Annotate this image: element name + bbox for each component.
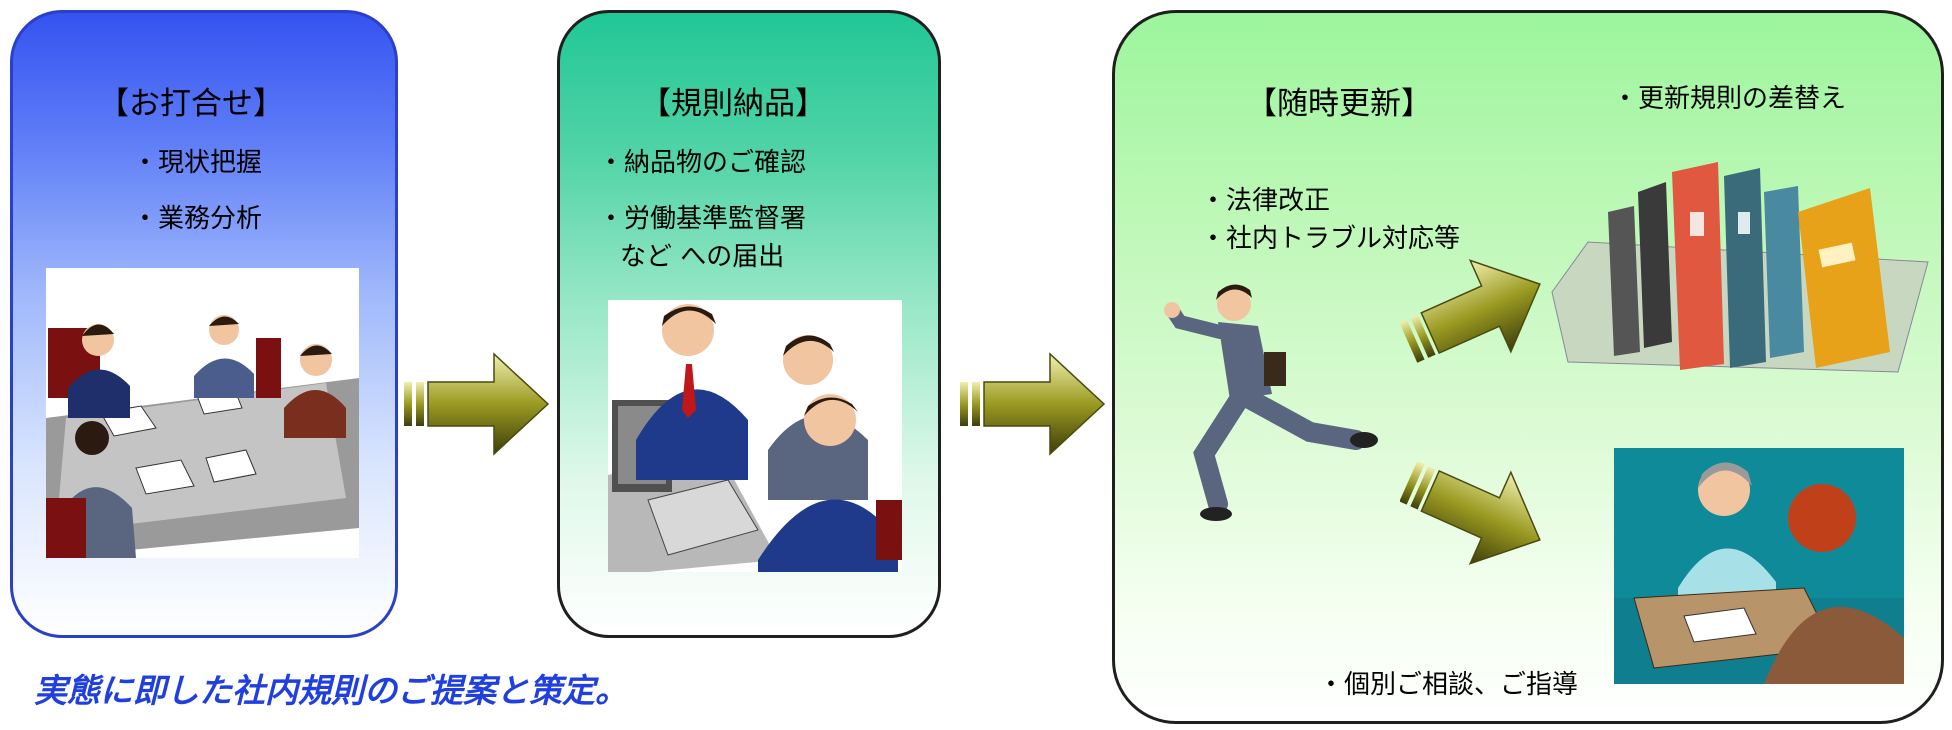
step-2-item-2: ・労働基準監督署: [598, 204, 807, 234]
consultation-illustration: [1614, 448, 1904, 684]
arrow-icon: [958, 350, 1108, 458]
arrow-icon: [402, 350, 552, 458]
step-3-item-3: ・更新規則の差替え: [1612, 84, 1847, 114]
step-3-item-4: ・個別ご相談、ご指導: [1318, 670, 1579, 700]
tagline: 実態に即した社内規則のご提案と策定。: [34, 671, 628, 710]
step-2-title: 【規則納品】: [640, 86, 826, 122]
step-1-item-1: ・現状把握: [132, 148, 263, 178]
computer-review-illustration: [608, 300, 902, 572]
step-2-item-3: など への届出: [620, 242, 785, 272]
meeting-illustration: [46, 268, 359, 558]
arrow-icon: [1400, 456, 1550, 566]
step-1-item-2: ・業務分析: [132, 204, 263, 234]
step-2-item-1: ・納品物のご確認: [598, 148, 807, 178]
step-3-item-1: ・法律改正: [1200, 186, 1331, 216]
step-1-title: 【お打合せ】: [98, 86, 284, 122]
arrow-icon: [1400, 258, 1550, 368]
running-man-illustration: [1160, 282, 1386, 528]
binders-illustration: [1548, 142, 1942, 392]
step-3-item-2: ・社内トラブル対応等: [1200, 224, 1461, 254]
step-3-title: 【随時更新】: [1246, 86, 1432, 122]
